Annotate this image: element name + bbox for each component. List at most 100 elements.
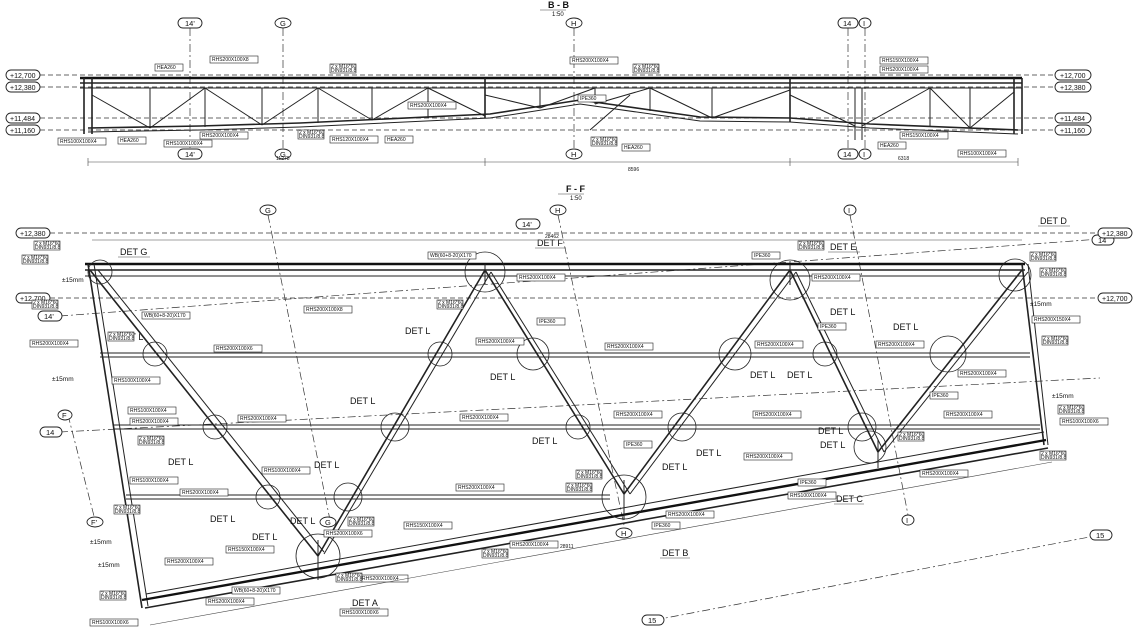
grid-bubble-bb-14p-top: 14' [177,17,203,29]
svg-text:2 x M16*60: 2 x M16*60 [1031,252,1057,258]
level-tag-bb-right-2: +12,380 [1054,81,1092,93]
svg-text:2 x M16*60: 2 x M16*60 [115,505,141,511]
svg-text:DET L: DET L [532,436,557,446]
svg-text:RHS200X100X4: RHS200X100X4 [878,342,915,348]
svg-text:IPE360: IPE360 [580,96,597,102]
level-tag-ff-right-2: +12,700 [1097,292,1133,304]
svg-text:2 x M16*60: 2 x M16*60 [634,64,660,70]
grid-bubble-ff-15-right: 15 [1089,529,1113,541]
svg-text:+12,700: +12,700 [1060,73,1086,80]
svg-text:14': 14' [44,312,54,321]
grid-bubble-bb-14-bottom: 14 [837,148,859,160]
svg-text:H: H [621,529,626,538]
grid-bubble-bb-h-top: H [565,17,583,29]
svg-text:DIN931/8.8: DIN931/8.8 [899,436,925,442]
svg-text:11278: 11278 [276,156,290,162]
svg-text:I: I [863,19,865,28]
svg-text:DIN931/8.8: DIN931/8.8 [483,553,509,559]
grid-bubble-ff-g-bottom: G [319,516,337,528]
svg-text:RHS100X100X6: RHS100X100X6 [92,620,129,626]
svg-text:WB(60+8-20)X170: WB(60+8-20)X170 [430,253,472,259]
svg-text:2 x M16*60: 2 x M16*60 [23,255,49,261]
svg-text:IPE360: IPE360 [539,319,556,325]
svg-text:IPE360: IPE360 [820,324,837,330]
svg-text:2 x M16*60: 2 x M16*60 [33,300,59,306]
svg-text:RHS100X100X4: RHS100X100X4 [60,139,97,145]
svg-text:±15mm: ±15mm [1030,301,1052,308]
svg-text:2 x M16*60: 2 x M16*60 [35,241,61,247]
svg-text:DET L: DET L [893,322,918,332]
svg-text:HEA260: HEA260 [624,145,643,151]
svg-text:RHS200X150X4: RHS200X150X4 [1034,317,1071,323]
svg-text:RHS200X100X4: RHS200X100X4 [410,103,447,109]
member-labels-bb: HEA260 RHS200X100X8 RHS200X100X4 RHS150X… [57,55,1007,158]
svg-text:DIN931/8.8: DIN931/8.8 [799,245,825,251]
svg-text:DET L: DET L [405,326,430,336]
grid-bubble-ff-i-top: I [843,204,857,216]
svg-text:DET L: DET L [696,448,721,458]
svg-text:RHS200X100X4: RHS200X100X4 [882,67,919,73]
section-ff: F - F 1:50 G H I G H [15,184,1133,627]
dimension-line-bb: 11278 8596 6318 [87,156,1019,173]
svg-text:RHS200X100X8: RHS200X100X8 [212,57,249,63]
svg-text:RHS200X100X4: RHS200X100X4 [946,412,983,418]
svg-text:+12,380: +12,380 [1102,231,1128,238]
svg-text:RHS200X100X4: RHS200X100X4 [922,471,959,477]
svg-text:RHS200X100X4: RHS200X100X4 [458,485,495,491]
grid-bubble-bb-g-top: G [274,17,292,29]
level-tag-bb-right-1: +12,700 [1054,69,1092,81]
svg-text:DIN931/8.8: DIN931/8.8 [1043,340,1069,346]
svg-text:H: H [571,150,576,159]
svg-text:RHS100X100X6: RHS100X100X6 [1062,419,1099,425]
grid-bubble-ff-f: F [57,409,73,421]
svg-text:28462: 28462 [545,234,559,240]
svg-text:RHS100X100X4: RHS100X100X4 [264,468,301,474]
svg-text:RHS200X100X4: RHS200X100X4 [478,339,515,345]
svg-text:G: G [280,150,286,159]
svg-text:G: G [325,518,331,527]
svg-text:14': 14' [185,150,195,159]
svg-text:WB(60+8-20)X170: WB(60+8-20)X170 [234,588,276,594]
svg-text:DIN931/8.8: DIN931/8.8 [23,259,49,265]
svg-text:DET L: DET L [787,370,812,380]
svg-text:RHS200X100X4: RHS200X100X4 [182,490,219,496]
level-tag-ff-left-1: +12,380 [15,227,51,239]
svg-text:DIN931/8.8: DIN931/8.8 [349,521,375,527]
svg-text:2 x M16*60: 2 x M16*60 [331,64,357,70]
svg-text:+11,484: +11,484 [10,116,35,123]
svg-text:RHS100X100X4: RHS100X100X4 [114,378,151,384]
svg-text:DIN931/8.8: DIN931/8.8 [1031,256,1057,262]
svg-text:2 x M16*60: 2 x M16*60 [592,137,618,143]
svg-text:RHS200X100X6: RHS200X100X6 [326,531,363,537]
svg-text:±15mm: ±15mm [90,539,112,546]
svg-text:2 x M16*60: 2 x M16*60 [1059,405,1085,411]
svg-text:±15mm: ±15mm [1052,393,1074,400]
svg-text:DET L: DET L [168,457,193,467]
svg-text:DIN931/8.8: DIN931/8.8 [115,509,141,515]
svg-text:DIN931/8.8: DIN931/8.8 [577,474,603,480]
svg-text:RHS200X100X8: RHS200X100X8 [306,307,343,313]
svg-text:RHS200X100X4: RHS200X100X4 [240,416,277,422]
svg-text:H: H [571,19,576,28]
svg-text:F': F' [91,518,98,527]
svg-text:RHS150X100X4: RHS150X100X4 [882,58,919,64]
svg-text:14': 14' [522,220,532,229]
svg-text:RHS200X100X4: RHS200X100X4 [32,341,69,347]
level-tag-ff-right-1: +12,380 [1097,227,1133,239]
svg-text:RHS100X100X4: RHS100X100X4 [132,478,169,484]
svg-text:DIN931/8.8: DIN931/8.8 [35,245,61,251]
svg-text:DIN931/8.8: DIN931/8.8 [33,304,59,310]
svg-text:DIN931/8.8: DIN931/8.8 [1041,455,1067,461]
svg-text:RHS200X100X4: RHS200X100X4 [616,412,653,418]
svg-text:8596: 8596 [628,167,639,173]
grid-bubble-ff-h-top: H [549,204,567,216]
svg-text:2 x M16*60: 2 x M16*60 [349,517,375,523]
detail-label-a: DET A [352,598,378,608]
svg-text:RHS150X100X4: RHS150X100X4 [228,547,265,553]
svg-text:+12,700: +12,700 [10,73,36,80]
svg-text:RHS200X100X4: RHS200X100X4 [512,542,549,548]
svg-text:RHS100X100X4: RHS100X100X4 [790,493,827,499]
svg-text:DIN931/8.8: DIN931/8.8 [331,68,357,74]
svg-text:2 x M16*60: 2 x M16*60 [899,432,925,438]
level-tag-bb-left-1: +12,700 [5,69,41,81]
